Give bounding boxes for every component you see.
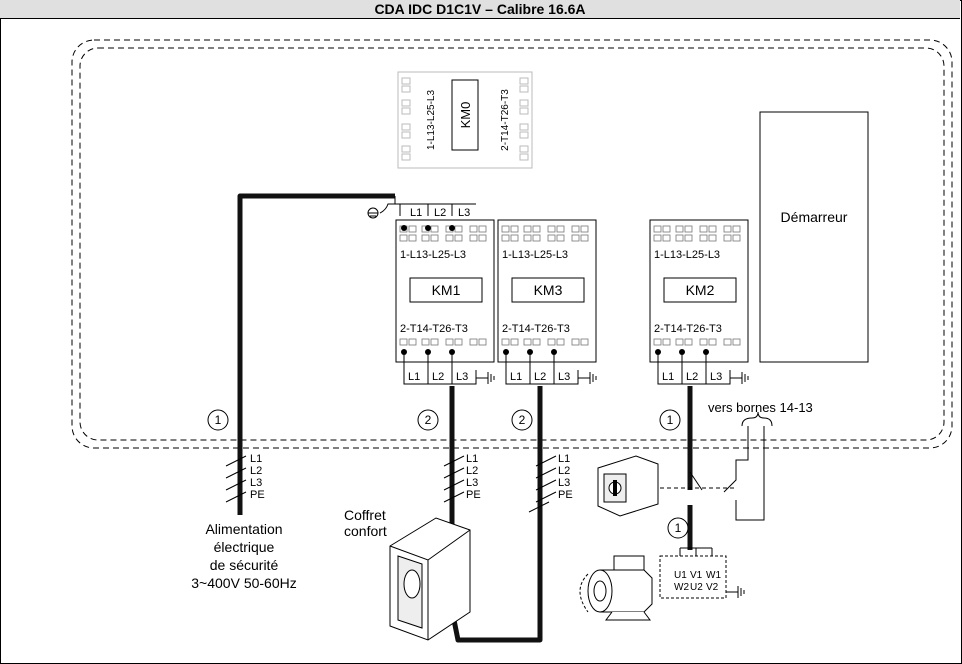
svg-text:L3: L3 bbox=[250, 477, 262, 489]
ground-icon bbox=[476, 372, 495, 384]
svg-text:L1: L1 bbox=[466, 453, 478, 465]
cable-marker-1-supply bbox=[207, 409, 229, 431]
svg-text:PE: PE bbox=[250, 489, 265, 501]
emergency-switch-wiring bbox=[660, 426, 765, 521]
svg-text:W2: W2 bbox=[674, 582, 689, 593]
svg-text:L2: L2 bbox=[250, 465, 262, 477]
svg-text:L1: L1 bbox=[250, 453, 262, 465]
svg-text:V2: V2 bbox=[706, 582, 719, 593]
svg-text:U1: U1 bbox=[674, 570, 687, 581]
km1-bottom-terminals: 2-T14-T26-T3 bbox=[400, 323, 468, 335]
svg-text:L1: L1 bbox=[510, 371, 522, 383]
svg-text:Alimentation: Alimentation bbox=[205, 521, 282, 537]
svg-text:U2: U2 bbox=[690, 582, 703, 593]
supply-phase-labels: L1 L2 L3 PE bbox=[250, 453, 265, 501]
km0-bottom-terminals: 2-T14-T26-T3 bbox=[500, 89, 511, 151]
comfort-box-icon bbox=[389, 517, 471, 641]
motor-junction-box: U1 V1 W1 W2 U2 V2 bbox=[659, 547, 745, 599]
enclosure-outline-outer bbox=[71, 39, 953, 449]
km2-bottom-terminals: 2-T14-T26-T3 bbox=[654, 323, 722, 335]
km1-cable-phase-labels: L1 L2 L3 PE bbox=[466, 453, 481, 501]
svg-text:L3: L3 bbox=[710, 371, 722, 383]
km3-top-terminals: 1-L13-L25-L3 bbox=[502, 249, 568, 261]
ground-icon bbox=[726, 586, 745, 598]
comfort-box-cable bbox=[451, 386, 543, 643]
km2-label: KM2 bbox=[686, 282, 715, 298]
motor-icon bbox=[579, 555, 653, 621]
svg-text:L1: L1 bbox=[408, 371, 420, 383]
svg-text:V1: V1 bbox=[690, 570, 703, 581]
svg-text:W1: W1 bbox=[706, 570, 721, 581]
svg-text:L2: L2 bbox=[466, 465, 478, 477]
coffret-label-line2: confort bbox=[344, 523, 387, 539]
ground-icon bbox=[578, 372, 597, 384]
svg-text:1: 1 bbox=[667, 413, 674, 427]
km3-bottom-terminals: 2-T14-T26-T3 bbox=[502, 323, 570, 335]
svg-text:L2: L2 bbox=[534, 371, 546, 383]
svg-text:L3: L3 bbox=[456, 371, 468, 383]
supply-label: Alimentation électrique de sécurité 3~40… bbox=[191, 521, 296, 591]
starter-body bbox=[759, 111, 869, 363]
cable-marker-1-km2 bbox=[659, 409, 681, 431]
cable-marker-1-motor bbox=[667, 517, 689, 539]
km1-output-terminals: L1 L2 L3 bbox=[401, 349, 495, 385]
svg-text:L1: L1 bbox=[410, 207, 422, 219]
km1-input-terminals: L1 L2 L3 bbox=[367, 203, 476, 231]
contactor-km1: 1-L13-L25-L3 KM1 2-T14-T26-T3 bbox=[400, 249, 483, 335]
km1-label: KM1 bbox=[432, 282, 461, 298]
svg-text:2: 2 bbox=[425, 413, 432, 427]
cable-marker-2-km3 bbox=[511, 409, 533, 431]
ground-icon bbox=[730, 372, 749, 384]
svg-text:3~400V 50-60Hz: 3~400V 50-60Hz bbox=[191, 575, 296, 591]
svg-text:1: 1 bbox=[675, 521, 682, 535]
km0-label: KM0 bbox=[458, 102, 473, 129]
svg-text:1: 1 bbox=[215, 413, 222, 427]
svg-text:L2: L2 bbox=[686, 371, 698, 383]
km0-top-terminals: 1-L13-L25-L3 bbox=[426, 90, 437, 150]
svg-text:L3: L3 bbox=[458, 207, 470, 219]
coffret-label-line1: Coffret bbox=[344, 507, 386, 523]
svg-text:L1: L1 bbox=[662, 371, 674, 383]
svg-text:L3: L3 bbox=[558, 371, 570, 383]
starter-label: Démarreur bbox=[781, 209, 848, 225]
vers-bornes-brace bbox=[741, 411, 773, 427]
svg-text:L2: L2 bbox=[432, 371, 444, 383]
vers-bornes-label: vers bornes 14-13 bbox=[708, 400, 813, 415]
km3-output-terminals: L1 L2 L3 bbox=[503, 349, 597, 385]
supply-cable bbox=[237, 193, 395, 515]
km2-output-terminals: L1 L2 L3 bbox=[655, 349, 749, 385]
enclosure-outline-inner bbox=[79, 47, 945, 441]
svg-text:de sécurité: de sécurité bbox=[210, 557, 279, 573]
contactor-km2: 1-L13-L25-L3 KM2 2-T14-T26-T3 bbox=[654, 249, 737, 335]
svg-text:L2: L2 bbox=[558, 465, 570, 477]
km3-label: KM3 bbox=[534, 282, 563, 298]
svg-text:2: 2 bbox=[519, 413, 526, 427]
km1-top-terminals: 1-L13-L25-L3 bbox=[400, 249, 466, 261]
svg-text:PE: PE bbox=[558, 489, 573, 501]
svg-text:L3: L3 bbox=[466, 477, 478, 489]
svg-text:L3: L3 bbox=[558, 477, 570, 489]
cable-marker-2-km1 bbox=[417, 409, 439, 431]
contactor-km0: KM0 1-L13-L25-L3 2-T14-T26-T3 bbox=[397, 71, 533, 169]
svg-text:L1: L1 bbox=[558, 453, 570, 465]
km2-top-terminals: 1-L13-L25-L3 bbox=[654, 249, 720, 261]
contactor-km3: 1-L13-L25-L3 KM3 2-T14-T26-T3 bbox=[502, 249, 585, 335]
km3-cable-phase-labels: L1 L2 L3 PE bbox=[558, 453, 573, 501]
svg-text:PE: PE bbox=[466, 489, 481, 501]
power-cables bbox=[237, 193, 693, 643]
diagram-title: CDA IDC D1C1V – Calibre 16.6A bbox=[0, 0, 960, 19]
switch-device-icon bbox=[597, 455, 659, 517]
svg-text:électrique: électrique bbox=[214, 539, 275, 555]
svg-text:L2: L2 bbox=[434, 207, 446, 219]
